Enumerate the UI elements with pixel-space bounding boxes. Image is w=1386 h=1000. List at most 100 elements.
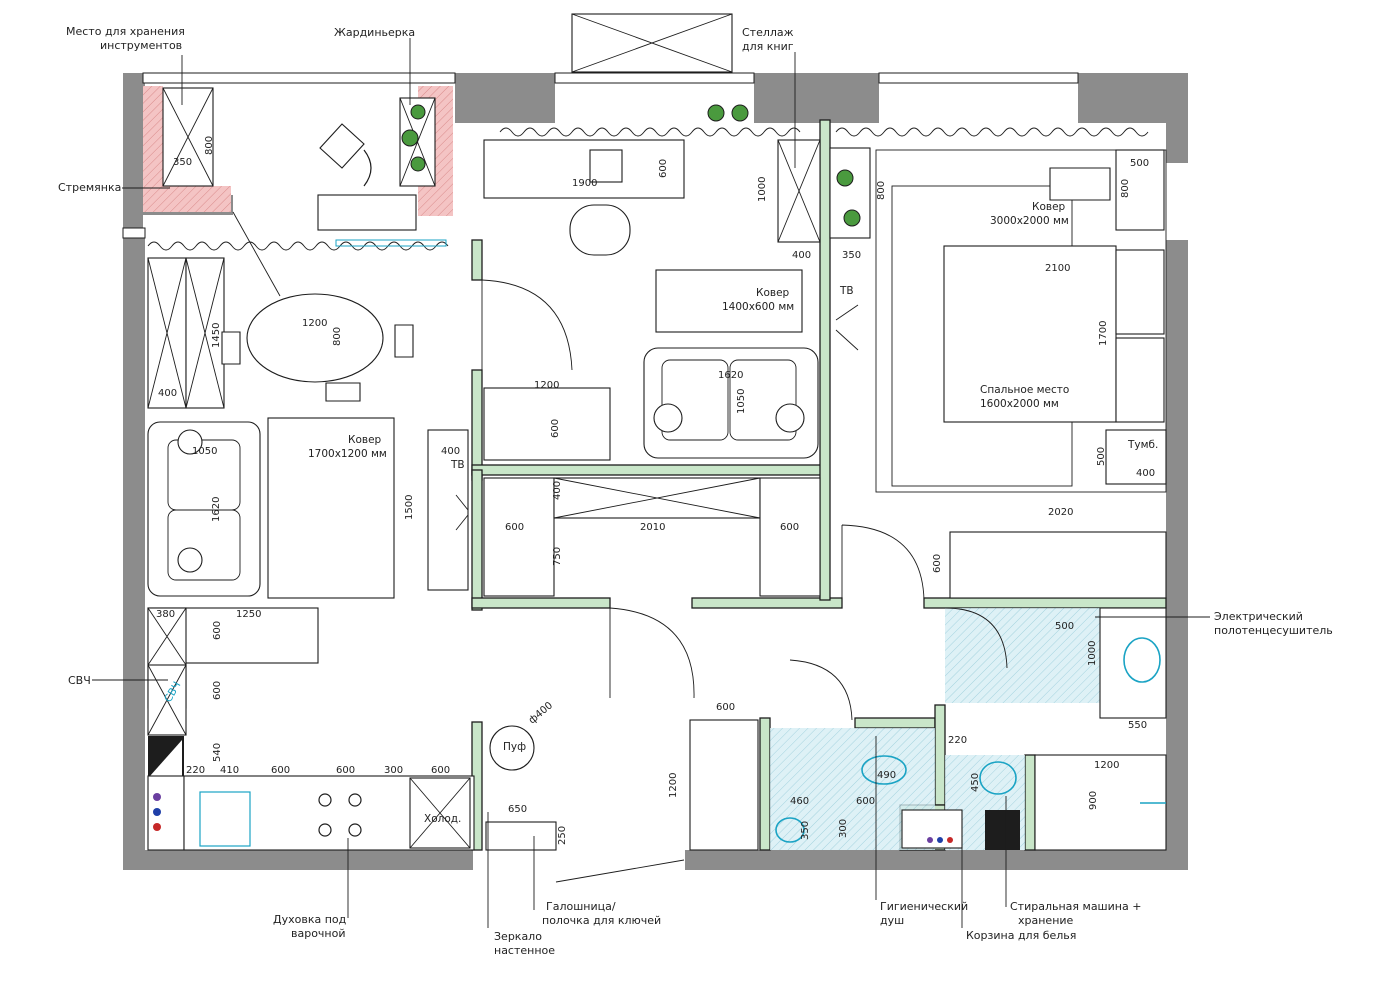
label-tv-kitchen: ТВ: [450, 459, 465, 471]
dim-350-store: 350: [173, 157, 192, 168]
dim-350-bath: 350: [800, 821, 811, 840]
dim-300-kitchen: 300: [384, 765, 403, 776]
dim-1700: 1700: [1098, 321, 1109, 346]
label-shoe-rack-1: Галошница/: [546, 900, 616, 913]
dim-460: 460: [790, 796, 809, 807]
desk-area: [483, 139, 685, 256]
dimension-labels: 800 350 1900 600 1000 400 350 800 500 80…: [156, 136, 1155, 845]
dim-500-towel: 500: [1055, 621, 1074, 632]
bedroom-furniture: [829, 147, 1167, 599]
tv-unit-kitchen: [427, 429, 469, 591]
living-rug: [655, 269, 803, 333]
wardrobe-living: [483, 387, 821, 597]
label-rug-bedroom-2: 3000х2000 мм: [990, 215, 1069, 227]
dim-900: 900: [1088, 791, 1099, 810]
dim-1000-sink: 1000: [1087, 641, 1098, 666]
dim-1200-hall: 1200: [668, 773, 679, 798]
dim-800-table: 800: [332, 327, 343, 346]
dim-400-nightstand: 400: [1136, 468, 1155, 479]
dim-1200-wardrobe: 1200: [534, 380, 559, 391]
dim-600-kitchen-5: 600: [431, 765, 450, 776]
label-tv-bedroom: ТВ: [839, 285, 854, 297]
dim-600-closet-left: 600: [505, 522, 524, 533]
dim-800-store: 800: [204, 136, 215, 155]
dim-1620-sofa: 1620: [211, 497, 222, 522]
dim-2020: 2020: [1048, 507, 1073, 518]
label-rug-living-1: Ковер: [756, 287, 790, 299]
label-oven-2: варочной: [291, 927, 346, 940]
dim-220-bath: 220: [948, 735, 967, 746]
label-nightstand: Тумб.: [1127, 439, 1158, 451]
shoe-rack: [485, 821, 557, 851]
dim-2010: 2010: [640, 522, 665, 533]
label-rug-bedroom-1: Ковер: [1032, 201, 1066, 213]
dim-600-hall: 600: [716, 702, 735, 713]
label-tools-storage-1: Место для хранения: [66, 25, 185, 38]
dim-pouf-diameter: ф400: [527, 700, 555, 726]
dim-400-closet: 400: [552, 481, 563, 500]
dim-600-kitchen-3: 600: [271, 765, 290, 776]
kitchen-counter: [147, 607, 475, 851]
dim-1200-tub: 1200: [1094, 760, 1119, 771]
dim-1250: 1250: [236, 609, 261, 620]
bathroom-fixtures: [775, 607, 1167, 851]
dim-600-wardrobe: 600: [550, 419, 561, 438]
dim-540: 540: [212, 743, 223, 762]
label-bookshelf-2: для книг: [742, 40, 794, 53]
furniture-labels: Ковер 3000х2000 мм Ковер 1400х600 мм Ков…: [162, 201, 1158, 825]
label-pouf: Пуф: [503, 741, 526, 753]
doors: [481, 279, 1008, 883]
label-tools-storage-2: инструментов: [100, 39, 182, 52]
dim-1500: 1500: [404, 495, 415, 520]
dim-600-bath: 600: [856, 796, 875, 807]
curtains: [147, 127, 1149, 251]
loggia-furniture: [317, 104, 447, 247]
dim-2100: 2100: [1045, 263, 1070, 274]
kitchen-rug: [267, 417, 395, 599]
dim-750: 750: [552, 547, 563, 566]
label-rug-living-2: 1400х600 мм: [722, 301, 794, 313]
dim-490: 490: [877, 770, 896, 781]
dim-600-closet-right: 600: [780, 522, 799, 533]
dim-550: 550: [1128, 720, 1147, 731]
leader-lines: [92, 38, 1210, 928]
pouf: [489, 725, 535, 771]
living-sofa: [643, 347, 819, 459]
label-bed-1: Спальное место: [980, 384, 1069, 396]
dim-600-bedroom-wardrobe: 600: [932, 554, 943, 573]
dim-400-shelf: 400: [792, 250, 811, 261]
dim-1900: 1900: [572, 178, 597, 189]
label-shoe-rack-2: полочка для ключей: [542, 914, 661, 927]
dim-410: 410: [220, 765, 239, 776]
hall-wardrobe: [689, 719, 759, 851]
dim-300-bath: 300: [838, 819, 849, 838]
label-washer-1: Стиральная машина +: [1010, 900, 1141, 913]
dim-400-tv: 400: [441, 446, 460, 457]
annotations: Место для хранения инструментов Жардинье…: [58, 25, 1333, 957]
label-fridge: Холод.: [424, 813, 461, 825]
dim-1000-shelf: 1000: [757, 177, 768, 202]
label-towel-dryer-1: Электрический: [1214, 610, 1303, 623]
interior-partitions: [471, 119, 1167, 851]
label-oven-1: Духовка под: [273, 913, 347, 926]
dim-500-bed: 500: [1130, 158, 1149, 169]
dim-1450: 1450: [211, 323, 222, 348]
dim-650: 650: [508, 804, 527, 815]
dim-1620-sofa2: 1620: [718, 370, 743, 381]
label-planter: Жардиньерка: [334, 26, 415, 39]
dim-600-kitchen-1: 600: [212, 621, 223, 640]
label-hygienic-shower-1: Гигиенический: [880, 900, 968, 913]
dim-1050-sofa2: 1050: [736, 389, 747, 414]
dim-600-desk: 600: [658, 159, 669, 178]
dim-400-sofa: 400: [158, 388, 177, 399]
label-hygienic-shower-2: душ: [880, 914, 904, 927]
dim-800-bed: 800: [1120, 179, 1131, 198]
dim-600-kitchen-2: 600: [212, 681, 223, 700]
label-bookshelf-1: Стеллаж: [742, 26, 794, 39]
dim-450: 450: [970, 773, 981, 792]
label-mirror-1: Зеркало: [494, 930, 542, 943]
dim-1200-table: 1200: [302, 318, 327, 329]
label-mirror-2: настенное: [494, 944, 555, 957]
dim-220-kitchen: 220: [186, 765, 205, 776]
